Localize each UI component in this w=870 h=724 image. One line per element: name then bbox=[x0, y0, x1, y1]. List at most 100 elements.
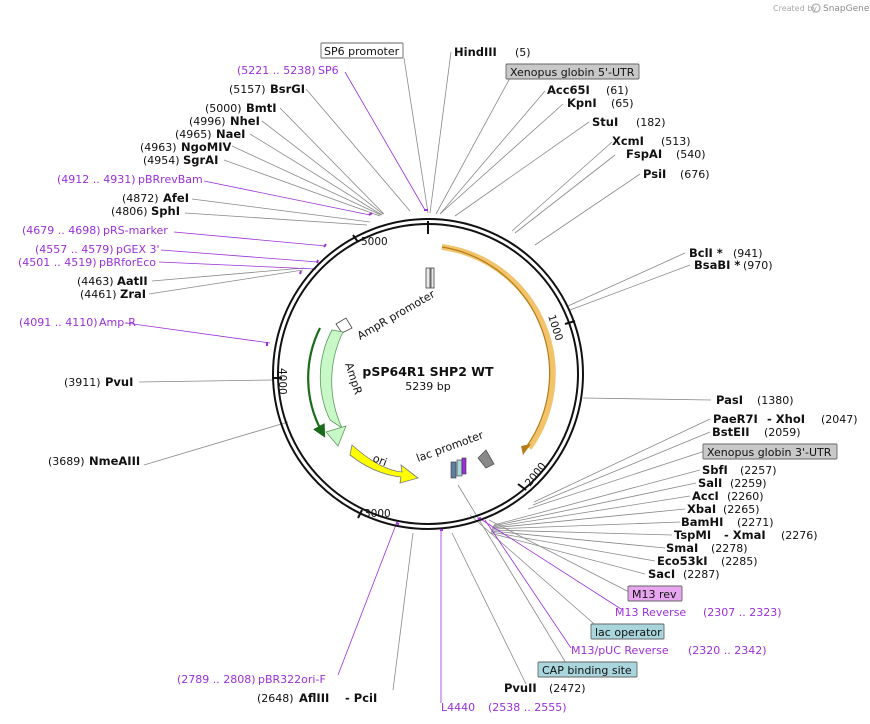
enzyme-afliii[interactable]: AflIII bbox=[299, 691, 329, 705]
enzyme-bcli[interactable]: BclI * bbox=[689, 246, 723, 260]
primer-m13-reverse[interactable]: M13 Reverse bbox=[615, 606, 686, 619]
pos-eco53ki: (2285) bbox=[721, 555, 758, 568]
backbone-ticks bbox=[272, 221, 576, 519]
enzyme-nmeaiii[interactable]: NmeAIII bbox=[89, 454, 140, 468]
enzyme-xbai[interactable]: XbaI bbox=[687, 502, 716, 516]
enzyme-bsteii[interactable]: BstEII bbox=[712, 425, 750, 439]
svg-text:Xenopus globin 3'-UTR: Xenopus globin 3'-UTR bbox=[707, 446, 832, 459]
pos-bsteii: (2059) bbox=[764, 426, 801, 439]
primer-amp-r[interactable]: Amp-R bbox=[99, 316, 136, 329]
xenopus-globin-3-box[interactable]: Xenopus globin 3'-UTR bbox=[702, 443, 838, 460]
tick-4000: 4000 bbox=[276, 368, 288, 395]
lac-promoter-label: lac promoter bbox=[415, 428, 486, 464]
enzyme-sphi[interactable]: SphI bbox=[151, 204, 180, 218]
plasmid-name: pSP64R1 SHP2 WT bbox=[362, 364, 494, 379]
primer-m13-puc-range: (2320 .. 2342) bbox=[688, 644, 767, 657]
pos-pvuii: (2472) bbox=[549, 682, 586, 695]
enzyme-bsabi[interactable]: BsaBI * bbox=[694, 258, 740, 272]
sp6-promoter-box[interactable]: SP6 promoter bbox=[320, 42, 404, 59]
leader-lines bbox=[138, 51, 712, 691]
mcs-features bbox=[450, 457, 467, 479]
enzyme-hindiii[interactable]: HindIII bbox=[454, 45, 497, 59]
primer-marks bbox=[266, 209, 482, 531]
enzyme-bsrgi[interactable]: BsrGI bbox=[270, 82, 305, 96]
primer-l4440[interactable]: L4440 bbox=[441, 701, 475, 714]
enzyme-xmai[interactable]: - XmaI bbox=[724, 528, 766, 542]
pos-bamhi: (2271) bbox=[737, 516, 774, 529]
enzyme-sali[interactable]: SalI bbox=[698, 476, 722, 490]
ampr-promoter-feature bbox=[335, 317, 353, 334]
pos-sgrai: (4954) bbox=[143, 154, 180, 167]
pos-nhei: (4996) bbox=[189, 115, 226, 128]
enzyme-afei[interactable]: AfeI bbox=[163, 191, 189, 205]
enzyme-pvui[interactable]: PvuI bbox=[105, 375, 133, 389]
pos-naei: (4965) bbox=[175, 128, 212, 141]
pos-afliii: (2648) bbox=[257, 692, 294, 705]
enzyme-xcmi[interactable]: XcmI bbox=[612, 134, 644, 148]
enzyme-pvuii[interactable]: PvuII bbox=[504, 681, 537, 695]
pos-aatii: (4463) bbox=[77, 275, 114, 288]
pos-bcli: (941) bbox=[733, 247, 763, 260]
xenopus-globin-5-box[interactable]: Xenopus globin 5'-UTR bbox=[505, 63, 640, 80]
enzyme-sgrai[interactable]: SgrAI bbox=[183, 153, 218, 167]
enzyme-paer7i[interactable]: PaeR7I bbox=[713, 412, 758, 426]
cap-binding-site-box[interactable]: CAP binding site bbox=[537, 661, 638, 678]
enzyme-zrai[interactable]: ZraI bbox=[120, 287, 146, 301]
lac-promoter-feature bbox=[477, 449, 495, 469]
pos-stui: (182) bbox=[636, 116, 666, 129]
primer-l4440-range: (2538 .. 2555) bbox=[488, 701, 567, 714]
enzyme-eco53ki[interactable]: Eco53kI bbox=[657, 554, 708, 568]
brand-name: SnapGene bbox=[823, 4, 870, 14]
enzyme-fspai[interactable]: FspAI bbox=[626, 147, 662, 161]
enzyme-psii[interactable]: PsiI bbox=[643, 167, 666, 181]
primer-prs-marker-range: (4679 .. 4698) bbox=[22, 224, 101, 237]
primer-pbrrevbam[interactable]: pBRrevBam bbox=[138, 173, 203, 186]
ampr-promoter-label: AmpR promoter bbox=[355, 287, 438, 342]
enzyme-pasi[interactable]: PasI bbox=[716, 393, 743, 407]
enzyme-acci[interactable]: AccI bbox=[692, 489, 719, 503]
enzyme-ngomiv[interactable]: NgoMIV bbox=[181, 140, 231, 154]
enzyme-xhoi[interactable]: - XhoI bbox=[767, 412, 805, 426]
ori-label: ori bbox=[371, 452, 389, 469]
enzyme-stui[interactable]: StuI bbox=[592, 115, 618, 129]
pos-psii: (676) bbox=[680, 168, 710, 181]
primer-pgex-range: (4557 .. 4579) bbox=[35, 243, 114, 256]
pos-sali: (2259) bbox=[730, 477, 767, 490]
pos-hindiii: (5) bbox=[515, 46, 531, 59]
primer-pgex[interactable]: pGEX 3' bbox=[116, 243, 160, 256]
pos-nmeaiii: (3689) bbox=[48, 455, 85, 468]
enzyme-acc65i[interactable]: Acc65I bbox=[547, 83, 590, 97]
primer-pbrrevbam-range: (4912 .. 4931) bbox=[57, 173, 136, 186]
tick-5000: 5000 bbox=[361, 236, 388, 248]
enzyme-bmti[interactable]: BmtI bbox=[246, 101, 277, 115]
primer-sp6-range: (5221 .. 5238) bbox=[237, 64, 316, 77]
enzyme-sbfi[interactable]: SbfI bbox=[702, 463, 728, 477]
brand-prefix: Created by bbox=[773, 4, 817, 13]
enzyme-smai[interactable]: SmaI bbox=[666, 541, 698, 555]
primer-sp6[interactable]: SP6 bbox=[318, 64, 339, 77]
primer-pbrforeco[interactable]: pBRforEco bbox=[99, 256, 156, 269]
primer-m13-reverse-range: (2307 .. 2323) bbox=[703, 606, 782, 619]
enzyme-nhei[interactable]: NheI bbox=[230, 114, 260, 128]
pos-tspmi: (2276) bbox=[781, 529, 818, 542]
tick-3000: 3000 bbox=[364, 508, 391, 520]
pos-sbfi: (2257) bbox=[740, 464, 777, 477]
enzyme-tspmi[interactable]: TspMI bbox=[674, 528, 711, 542]
pos-acci: (2260) bbox=[727, 490, 764, 503]
pos-acc65i: (61) bbox=[606, 84, 629, 97]
pos-xbai: (2265) bbox=[723, 503, 760, 516]
primer-m13-puc-reverse[interactable]: M13/pUC Reverse bbox=[571, 644, 669, 657]
enzyme-saci[interactable]: SacI bbox=[648, 567, 675, 581]
m13-rev-box[interactable]: M13 rev bbox=[627, 585, 683, 602]
pos-ngomiv: (4963) bbox=[140, 141, 177, 154]
enzyme-aatii[interactable]: AatII bbox=[117, 274, 148, 288]
enzyme-bamhi[interactable]: BamHI bbox=[681, 515, 723, 529]
lac-operator-box[interactable]: lac operator bbox=[590, 623, 665, 640]
primer-pbr322ori[interactable]: pBR322ori-F bbox=[258, 673, 326, 686]
primer-prs-marker[interactable]: pRS-marker bbox=[103, 224, 168, 237]
enzyme-naei[interactable]: NaeI bbox=[216, 127, 245, 141]
enzyme-kpni[interactable]: KpnI bbox=[567, 96, 597, 110]
enzyme-pcii[interactable]: - PciI bbox=[345, 691, 377, 705]
ori-feature bbox=[349, 444, 419, 484]
